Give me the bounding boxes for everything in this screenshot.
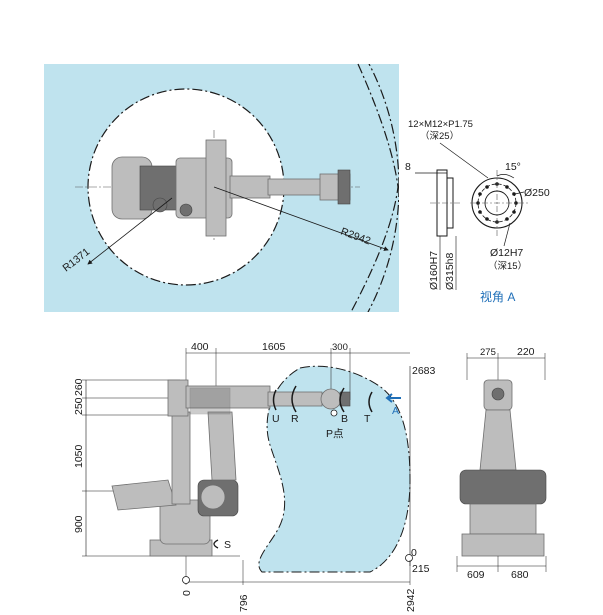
bore-dim: Ø160H7 xyxy=(428,251,440,290)
spigot-dim: Ø315h8 xyxy=(444,252,456,290)
thread-leader xyxy=(439,142,489,179)
angle-dim: 15° xyxy=(505,161,521,173)
view-a-arrow xyxy=(385,393,401,403)
flange-front xyxy=(470,170,528,236)
view-a: 12×M12×P1.75 （深25） 8 Ø160H7 Ø315h8 xyxy=(405,119,550,304)
dim-400: 400 xyxy=(191,341,209,353)
axis-t: T xyxy=(364,413,371,425)
axis-r: R xyxy=(291,413,299,425)
dim-900: 900 xyxy=(73,515,85,533)
dim-300: 300 xyxy=(332,342,348,353)
dim-1050: 1050 xyxy=(73,444,85,468)
bottom-v: 215 xyxy=(412,563,430,575)
zero-h: 0 xyxy=(181,590,193,596)
robot-side-view xyxy=(111,379,351,557)
axis-s: S xyxy=(224,539,231,551)
arrow-a-label: A xyxy=(392,405,399,417)
side-view: 400 1605 300 2683 0 215 260 250 1050 900… xyxy=(73,341,436,612)
front-dim-680: 680 xyxy=(511,569,529,581)
bottom-h1: 796 xyxy=(238,594,250,612)
p-point: P点 xyxy=(326,428,344,440)
pin-depth: （深15） xyxy=(488,260,527,272)
r2942-line xyxy=(213,186,389,251)
axis-u: U xyxy=(272,413,280,425)
front-dim-275: 275 xyxy=(480,347,496,358)
dim-260: 260 xyxy=(73,378,85,396)
dim-1605: 1605 xyxy=(262,341,286,353)
thread-depth: （深25） xyxy=(420,130,459,142)
front-dim-609: 609 xyxy=(467,569,485,581)
side-view-workspace xyxy=(258,365,411,573)
r1371-line xyxy=(87,197,173,265)
robot-top-view xyxy=(111,139,351,237)
front-view: 275 220 609 680 xyxy=(456,346,547,581)
outer-reach-arc-line xyxy=(350,63,399,313)
top-view: R2942 R1371 xyxy=(44,63,399,313)
pcd-dim: Ø250 xyxy=(524,187,550,199)
front-dim-220: 220 xyxy=(517,346,535,358)
dim-250: 250 xyxy=(73,397,85,415)
robot-front-view xyxy=(459,379,547,557)
view-a-title: 视角 A xyxy=(480,289,515,304)
height-2683: 2683 xyxy=(412,365,436,377)
zero-v: 0 xyxy=(411,547,417,559)
axis-b: B xyxy=(341,413,348,425)
thread-spec: 12×M12×P1.75 xyxy=(408,119,473,130)
pin-hole-dim: Ø12H7 xyxy=(490,247,523,259)
offset-dim: 8 xyxy=(405,161,411,173)
bottom-h2: 2942 xyxy=(405,588,417,612)
